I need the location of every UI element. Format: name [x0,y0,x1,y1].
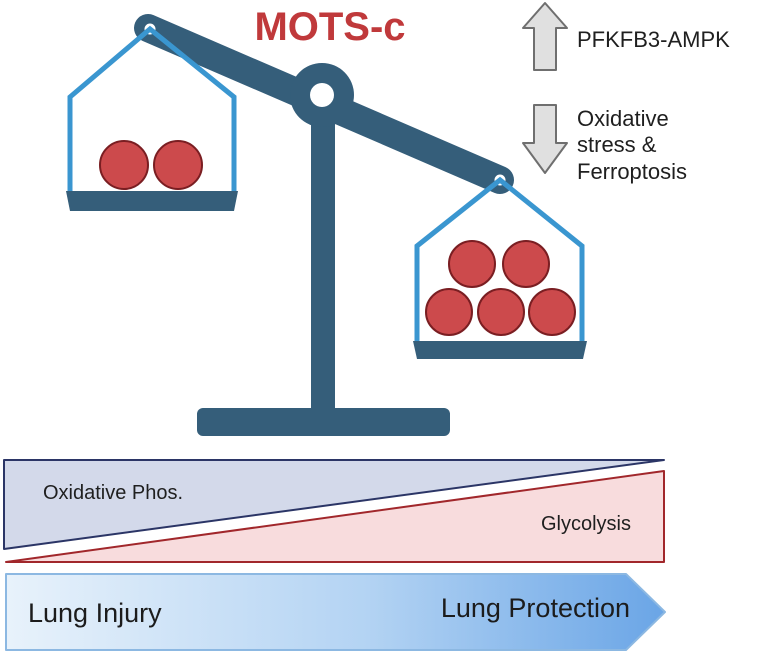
diagram-title: MOTS-c [254,5,405,49]
upregulated-label: PFKFB3-AMPK [577,27,730,52]
oxidative-phos-label: Oxidative Phos. [43,482,183,504]
downregulated-label-line-1: Oxidative [577,106,669,131]
right-pan [413,176,587,359]
oxidative-phos-wedge [3,459,665,550]
down-regulation: Oxidative stress & Ferroptosis [522,104,687,184]
lung-injury-label: Lung Injury [28,598,162,628]
up-arrow-icon [522,2,568,71]
lung-protection-label: Lung Protection [441,593,630,623]
right-cell-4 [477,288,525,336]
glycolysis-wedge [5,470,665,563]
left-pan [66,25,238,211]
right-cell-2 [502,240,550,288]
scale-post [311,100,335,422]
left-cell-1 [99,140,149,190]
left-pan-tray [66,191,238,211]
scale-base [197,408,450,436]
right-cell-3 [425,288,473,336]
right-cell-1 [448,240,496,288]
left-cell-2 [153,140,203,190]
scale-pivot-center [310,83,334,107]
glycolysis-label: Glycolysis [541,513,631,535]
down-arrow-icon [522,104,568,174]
outcome-arrow-shape [5,573,666,651]
balance-scale [134,14,514,436]
right-pan-frame [414,176,585,342]
up-regulation: PFKFB3-AMPK [522,2,730,71]
downregulated-label-line-2: stress & [577,132,657,157]
right-cell-5 [528,288,576,336]
metabolic-gradient: Oxidative Phos. Glycolysis [3,459,665,563]
right-pan-tray [413,341,587,359]
outcome-arrow: Lung Injury Lung Protection [5,573,666,651]
left-pan-frame [67,25,237,192]
downregulated-label-line-3: Ferroptosis [577,159,687,184]
